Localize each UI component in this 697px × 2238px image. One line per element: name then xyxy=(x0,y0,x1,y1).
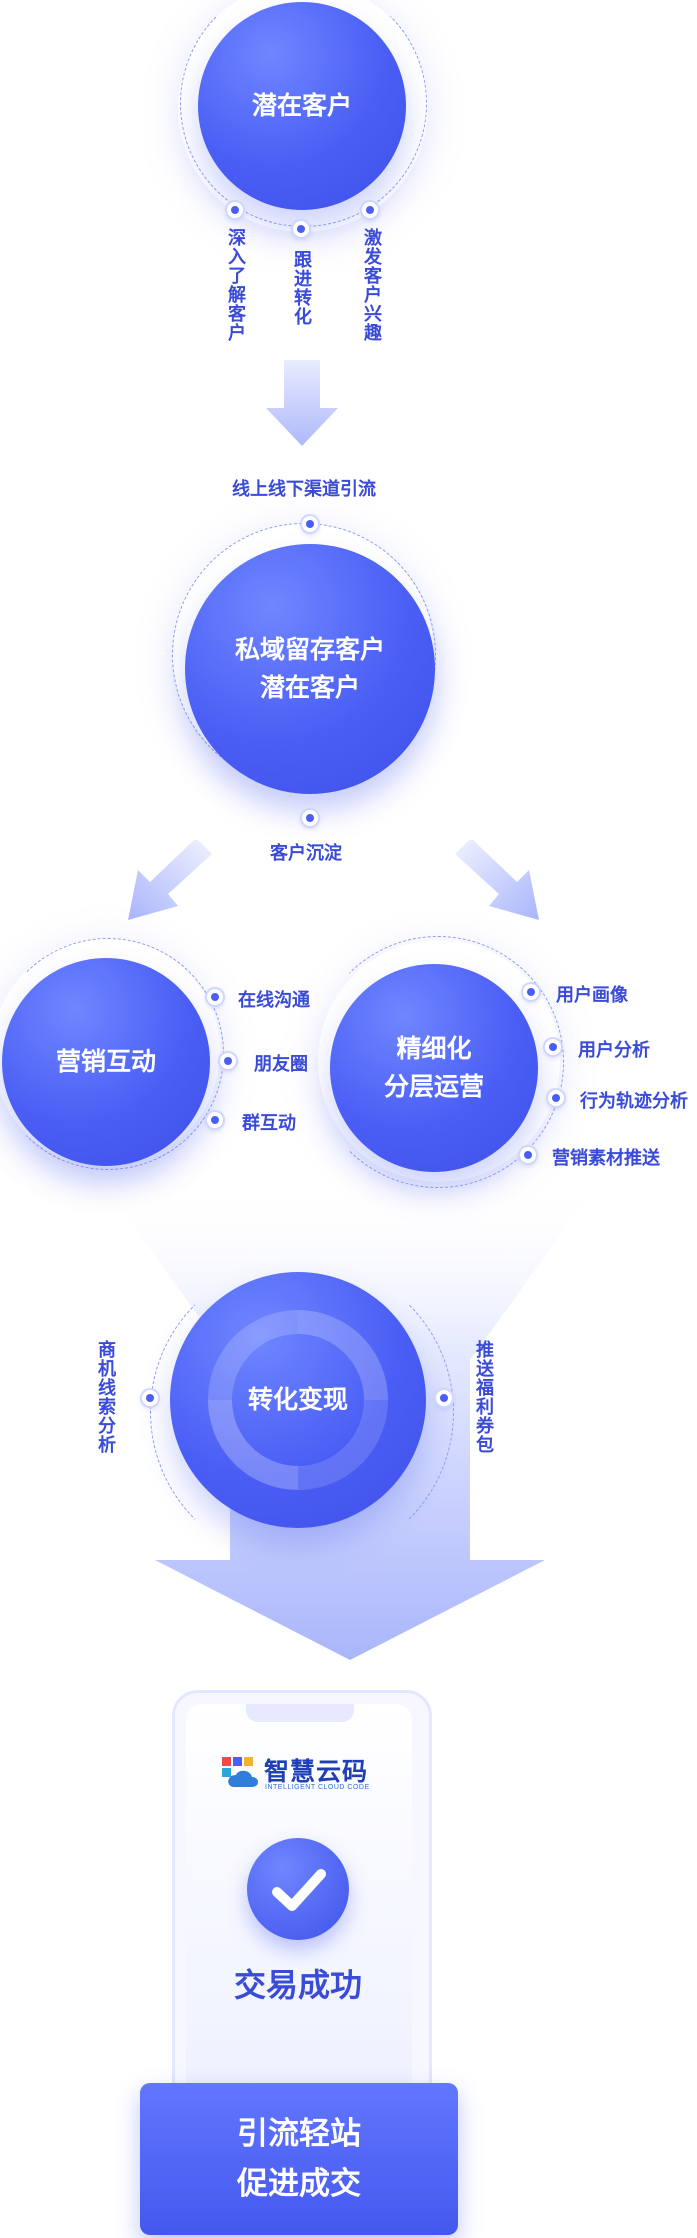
monetize-circle: 转化变现 xyxy=(170,1272,426,1528)
circle-label: 营销互动 xyxy=(55,1047,156,1076)
arrow-down-right-icon xyxy=(455,840,539,920)
circle-label: 潜在客户 xyxy=(251,91,352,120)
branch-label: 跟进转化 xyxy=(291,250,312,326)
item-label: 在线沟通 xyxy=(238,990,310,1011)
arrow-down-icon xyxy=(266,360,338,446)
item-dot xyxy=(220,1053,236,1069)
progress-ring-icon xyxy=(208,1310,388,1490)
orbit-ring xyxy=(150,1260,454,1564)
logo-icon xyxy=(222,1757,262,1789)
item-dot xyxy=(207,989,223,1005)
logo-subtitle: INTELLIGENT CLOUD CODE xyxy=(265,1784,370,1791)
branch-dot xyxy=(227,202,243,218)
branch-dot xyxy=(362,202,378,218)
channel-label: 线上线下渠道引流 xyxy=(232,479,376,500)
item-label: 朋友圈 xyxy=(254,1054,308,1075)
item-label: 营销素材推送 xyxy=(552,1148,660,1169)
refined-ops-circle: 精细化 分层运营 xyxy=(330,964,538,1172)
item-dot xyxy=(520,1147,536,1163)
branch-label: 推送福利券包 xyxy=(473,1340,494,1454)
private-domain-circle: 私域留存客户 潜在客户 xyxy=(185,544,435,794)
branch-dot xyxy=(142,1390,158,1406)
branch-label: 商机线索分析 xyxy=(95,1340,116,1454)
item-dot xyxy=(207,1112,223,1128)
circle-line: 精细化 xyxy=(396,1034,472,1063)
item-dot xyxy=(548,1090,564,1106)
circle-line: 私域留存客户 xyxy=(234,635,385,664)
cta-banner: 引流轻站 促进成交 xyxy=(140,2083,458,2235)
potential-customer-circle: 潜在客户 xyxy=(198,2,406,210)
item-label: 行为轨迹分析 xyxy=(580,1091,688,1112)
deposit-label: 客户沉淀 xyxy=(270,843,342,864)
marketing-circle: 营销互动 xyxy=(2,958,210,1166)
success-check-icon xyxy=(247,1838,349,1940)
circle-label: 转化变现 xyxy=(247,1385,348,1414)
arrow-down-left-icon xyxy=(128,840,212,920)
logo-title: 智慧云码 xyxy=(264,1757,369,1786)
branch-dot xyxy=(436,1390,452,1406)
item-label: 用户画像 xyxy=(556,985,628,1006)
status-text: 交易成功 xyxy=(233,1966,362,2004)
item-label: 用户分析 xyxy=(578,1040,650,1061)
deposit-dot xyxy=(302,810,318,826)
branch-label: 激发客户兴趣 xyxy=(361,228,382,342)
branch-label: 深入了解客户 xyxy=(225,228,246,342)
branch-dot xyxy=(293,221,309,237)
circle-line: 分层运营 xyxy=(383,1072,484,1101)
channel-dot xyxy=(302,516,318,532)
circle-line: 潜在客户 xyxy=(259,673,360,702)
item-label: 群互动 xyxy=(242,1113,296,1134)
item-dot xyxy=(523,984,539,1000)
phone-notch xyxy=(246,1704,354,1722)
banner-line: 促进成交 xyxy=(237,2166,361,2202)
banner-line: 引流轻站 xyxy=(237,2116,361,2152)
item-dot xyxy=(545,1039,561,1055)
